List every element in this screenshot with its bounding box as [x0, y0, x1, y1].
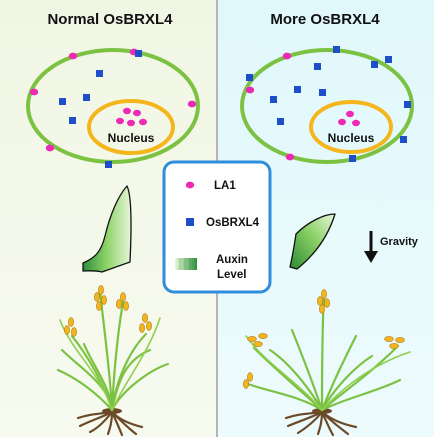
left-nucleus-label: Nucleus: [108, 131, 155, 145]
right-shoot-tip: [289, 213, 336, 270]
left-shoot-tip: [82, 185, 132, 273]
auxin-gradient-icon: [175, 258, 197, 270]
left-cell: Nucleus: [26, 48, 200, 168]
right-panel-title: More OsBRXL4: [270, 11, 380, 28]
legend-osbrxl4-label: OsBRXL4: [206, 217, 260, 229]
la1-dot-icon: [185, 181, 195, 189]
gravity-label: Gravity: [380, 236, 419, 248]
right-cell: Nucleus: [240, 46, 414, 164]
left-rice-plant-icon: [56, 285, 170, 437]
left-osbrxl4: [59, 50, 142, 168]
legend-auxin-line1: Auxin: [216, 254, 248, 266]
legend: LA1 OsBRXL4 Auxin Level: [162, 160, 272, 294]
right-nucleus: [309, 100, 393, 154]
left-la1-membrane: [29, 48, 197, 152]
left-la1-nucleus: [116, 107, 147, 127]
right-la1-membrane: [245, 52, 295, 161]
right-nucleus-label: Nucleus: [328, 131, 375, 145]
right-rice-plant-icon: [243, 289, 411, 437]
right-cell-membrane: [240, 48, 414, 164]
gravity-arrow-icon: [364, 231, 378, 263]
legend-la1-label: LA1: [214, 180, 236, 192]
osbrxl4-square-icon: [186, 218, 194, 226]
right-la1-nucleus: [338, 110, 360, 127]
right-osbrxl4: [246, 46, 411, 162]
left-panel-title: Normal OsBRXL4: [47, 11, 173, 28]
left-cell-membrane: [26, 48, 200, 164]
left-nucleus: [87, 99, 175, 155]
legend-auxin-line2: Level: [217, 269, 246, 281]
